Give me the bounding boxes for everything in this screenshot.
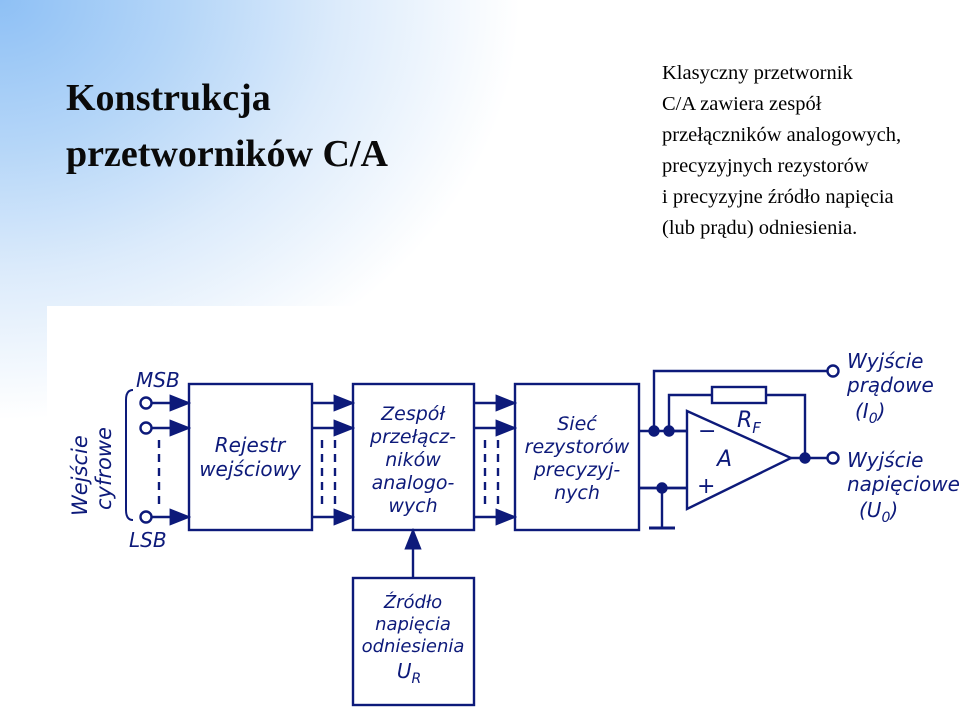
reference-label-1: Źródło — [383, 591, 442, 613]
voltage-output-label-3: (U0) — [859, 498, 898, 526]
dac-diagram-svg: Wejście cyfrowe MSB LSB Rejestr wejściow… — [68, 349, 960, 707]
switches-label-2: przełącz- — [369, 426, 456, 448]
network-label-1: Sieć — [557, 413, 598, 435]
dac-block-diagram: Wejście cyfrowe MSB LSB Rejestr wejściow… — [47, 306, 960, 711]
input-bracket — [125, 389, 134, 521]
register-label-2: wejściowy — [199, 457, 302, 481]
current-output-label-2: prądowe — [846, 373, 934, 397]
reference-label-3: odniesienia — [362, 636, 465, 657]
voltage-output-label-1: Wyjście — [847, 448, 923, 472]
op-amp-label: A — [715, 447, 732, 472]
voltage-output-wire — [791, 451, 840, 465]
register-label-1: Rejestr — [215, 433, 287, 457]
switches-label-1: Zespół — [380, 403, 446, 425]
op-amp — [685, 409, 794, 511]
current-output-label-1: Wyjście — [847, 349, 923, 373]
description-line-2: C/A zawiera zespół — [662, 93, 822, 115]
network-label-3: precyzyj- — [533, 459, 621, 481]
input-terminal-msb — [139, 394, 192, 412]
reference-label-2: napięcia — [375, 614, 451, 635]
title-line-2: przetworników C/A — [66, 133, 388, 175]
reference-label-4: UR — [397, 659, 421, 687]
feedback-resistor-label: RF — [737, 408, 761, 437]
lsb-label: LSB — [129, 528, 167, 552]
slide-description: Klasyczny przetwornik C/A zawiera zespół… — [662, 58, 901, 244]
input-terminal-lsb — [139, 508, 192, 526]
resistor-network-block — [513, 382, 641, 532]
title-line-1: Konstrukcja — [66, 77, 271, 119]
register-block — [187, 382, 314, 532]
op-amp-minus: − — [698, 419, 716, 444]
description-line-6: (lub prądu) odniesienia. — [662, 217, 858, 239]
feedback-resistor-path — [667, 385, 807, 458]
description-line-4: precyzyjnych rezystorów — [662, 155, 869, 177]
switches-label-5: wych — [388, 495, 437, 517]
op-amp-plus: + — [697, 474, 715, 499]
description-line-3: przełączników analogowych, — [662, 124, 902, 146]
msb-label: MSB — [136, 368, 180, 392]
slide-title: Konstrukcja przetworników C/A — [66, 70, 388, 182]
input-terminal-2 — [139, 419, 192, 437]
description-line-5: i precyzyjne źródło napięcia — [662, 186, 894, 208]
ground-wire — [639, 482, 687, 530]
voltage-output-label-2: napięciowe — [847, 472, 960, 496]
input-side-label-2: cyfrowe — [92, 427, 116, 510]
network-label-4: nych — [554, 482, 600, 504]
network-label-2: rezystorów — [525, 436, 630, 458]
switches-label-3: ników — [385, 449, 441, 471]
description-line-1: Klasyczny przetwornik — [662, 62, 853, 84]
input-side-label-1: Wejście — [68, 435, 92, 516]
switches-label-4: analogo- — [372, 472, 455, 494]
reference-source-block — [351, 576, 476, 707]
current-output-label-3: (I0) — [855, 399, 885, 427]
